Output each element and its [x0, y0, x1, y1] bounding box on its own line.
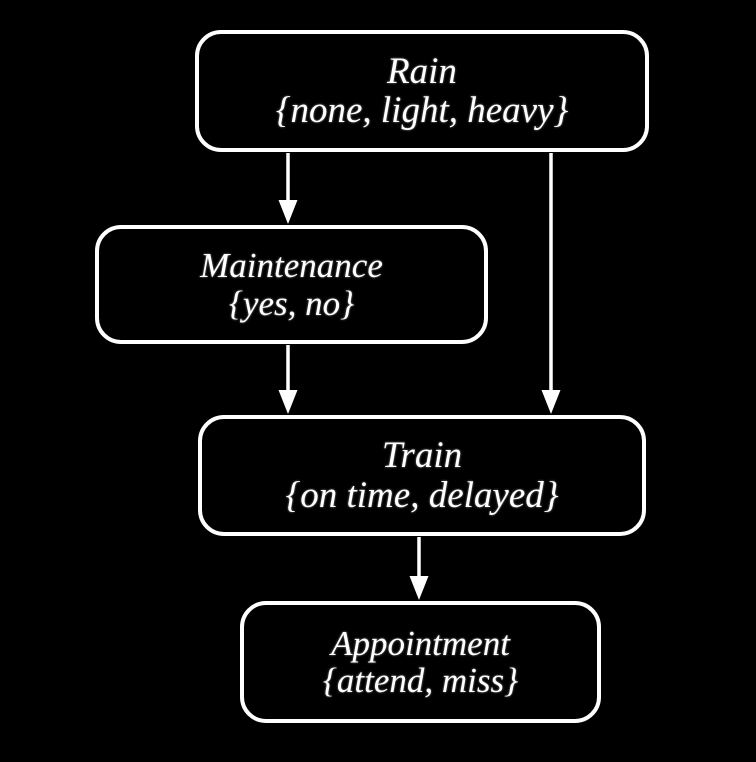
node-train[interactable]: Train {on time, delayed}: [198, 415, 646, 536]
node-maintenance-states: {yes, no}: [228, 283, 355, 323]
edge-maintenance-to-train: [278, 345, 298, 414]
arrowhead-icon: [541, 390, 561, 414]
node-appointment-states: {attend, miss}: [322, 661, 519, 700]
node-rain-label: Rain: [387, 50, 457, 92]
arrowhead-icon: [278, 200, 298, 224]
arrowhead-icon: [278, 390, 298, 414]
node-appointment-label: Appointment: [331, 623, 510, 663]
node-rain-states: {none, light, heavy}: [275, 90, 569, 131]
edge-train-to-appointment: [409, 537, 429, 600]
node-train-states: {on time, delayed}: [285, 474, 559, 516]
node-appointment[interactable]: Appointment {attend, miss}: [240, 601, 601, 723]
node-maintenance-label: Maintenance: [200, 246, 383, 286]
arrowhead-icon: [409, 576, 429, 600]
edge-rain-to-maintenance: [278, 153, 298, 224]
node-train-label: Train: [381, 435, 463, 477]
edge-rain-to-train: [541, 153, 561, 414]
node-rain[interactable]: Rain {none, light, heavy}: [195, 30, 649, 152]
node-maintenance[interactable]: Maintenance {yes, no}: [95, 225, 488, 344]
